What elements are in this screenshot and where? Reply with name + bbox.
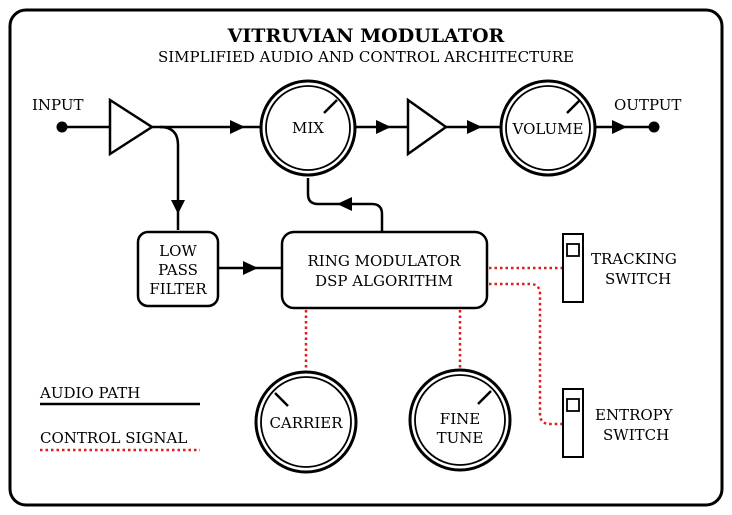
- input-amplifier: [108, 97, 155, 157]
- input-label: INPUT: [32, 96, 84, 114]
- entropy-switch[interactable]: [562, 388, 584, 458]
- volume-knob-pointer: [566, 99, 581, 114]
- mix-knob-pointer: [323, 99, 338, 114]
- arrowhead: [337, 197, 352, 211]
- output-amplifier: [406, 97, 449, 157]
- entropy-label-line1: ENTROPY: [595, 406, 674, 424]
- carrier-label: CARRIER: [269, 414, 343, 432]
- mix-label: MIX: [292, 119, 324, 137]
- output-label: OUTPUT: [614, 96, 681, 114]
- arrowhead: [243, 261, 258, 275]
- diagram-subtitle: SIMPLIFIED AUDIO AND CONTROL ARCHITECTUR…: [158, 48, 574, 66]
- fine-tune-label-line2: TUNE: [437, 429, 484, 447]
- lpf-label-line3: FILTER: [149, 280, 207, 298]
- lpf-label-line2: PASS: [158, 261, 198, 279]
- output-terminal: [648, 121, 660, 133]
- fine-tune-label-line1: FINE: [440, 410, 480, 428]
- fine-tune-knob[interactable]: FINE TUNE: [408, 368, 512, 472]
- audio-arrowheads: [171, 120, 627, 275]
- tracking-switch[interactable]: [562, 233, 584, 303]
- ring-label-line1: RING MODULATOR: [308, 252, 462, 270]
- fine-tune-knob-pointer: [477, 390, 492, 405]
- diagram-title: VITRUVIAN MODULATOR: [227, 25, 505, 47]
- volume-label: VOLUME: [512, 120, 584, 138]
- ring-modulator-block: RING MODULATOR DSP ALGORITHM: [280, 230, 489, 310]
- arrowhead: [230, 120, 245, 134]
- ring-label-line2: DSP ALGORITHM: [315, 272, 453, 290]
- arrowhead: [376, 120, 391, 134]
- entropy-switch-lever: [566, 398, 580, 412]
- tracking-switch-lever: [566, 243, 580, 257]
- tracking-label-line2: SWITCH: [605, 270, 671, 288]
- control-path: [304, 266, 562, 426]
- input-terminal: [56, 121, 68, 133]
- low-pass-filter-block: LOW PASS FILTER: [136, 230, 220, 308]
- lpf-label-line1: LOW: [159, 242, 197, 260]
- entropy-label-line2: SWITCH: [603, 426, 669, 444]
- tracking-label-line1: TRACKING: [591, 250, 677, 268]
- arrowhead: [612, 120, 627, 134]
- legend-audio-label: AUDIO PATH: [39, 384, 140, 402]
- mix-knob[interactable]: MIX: [259, 79, 357, 177]
- legend: AUDIO PATH CONTROL SIGNAL: [39, 384, 200, 452]
- arrowhead: [467, 120, 482, 134]
- arrowhead: [171, 200, 185, 214]
- carrier-knob[interactable]: CARRIER: [254, 370, 358, 474]
- legend-control-label: CONTROL SIGNAL: [40, 429, 187, 447]
- volume-knob[interactable]: VOLUME: [499, 79, 597, 177]
- carrier-knob-pointer: [274, 392, 289, 407]
